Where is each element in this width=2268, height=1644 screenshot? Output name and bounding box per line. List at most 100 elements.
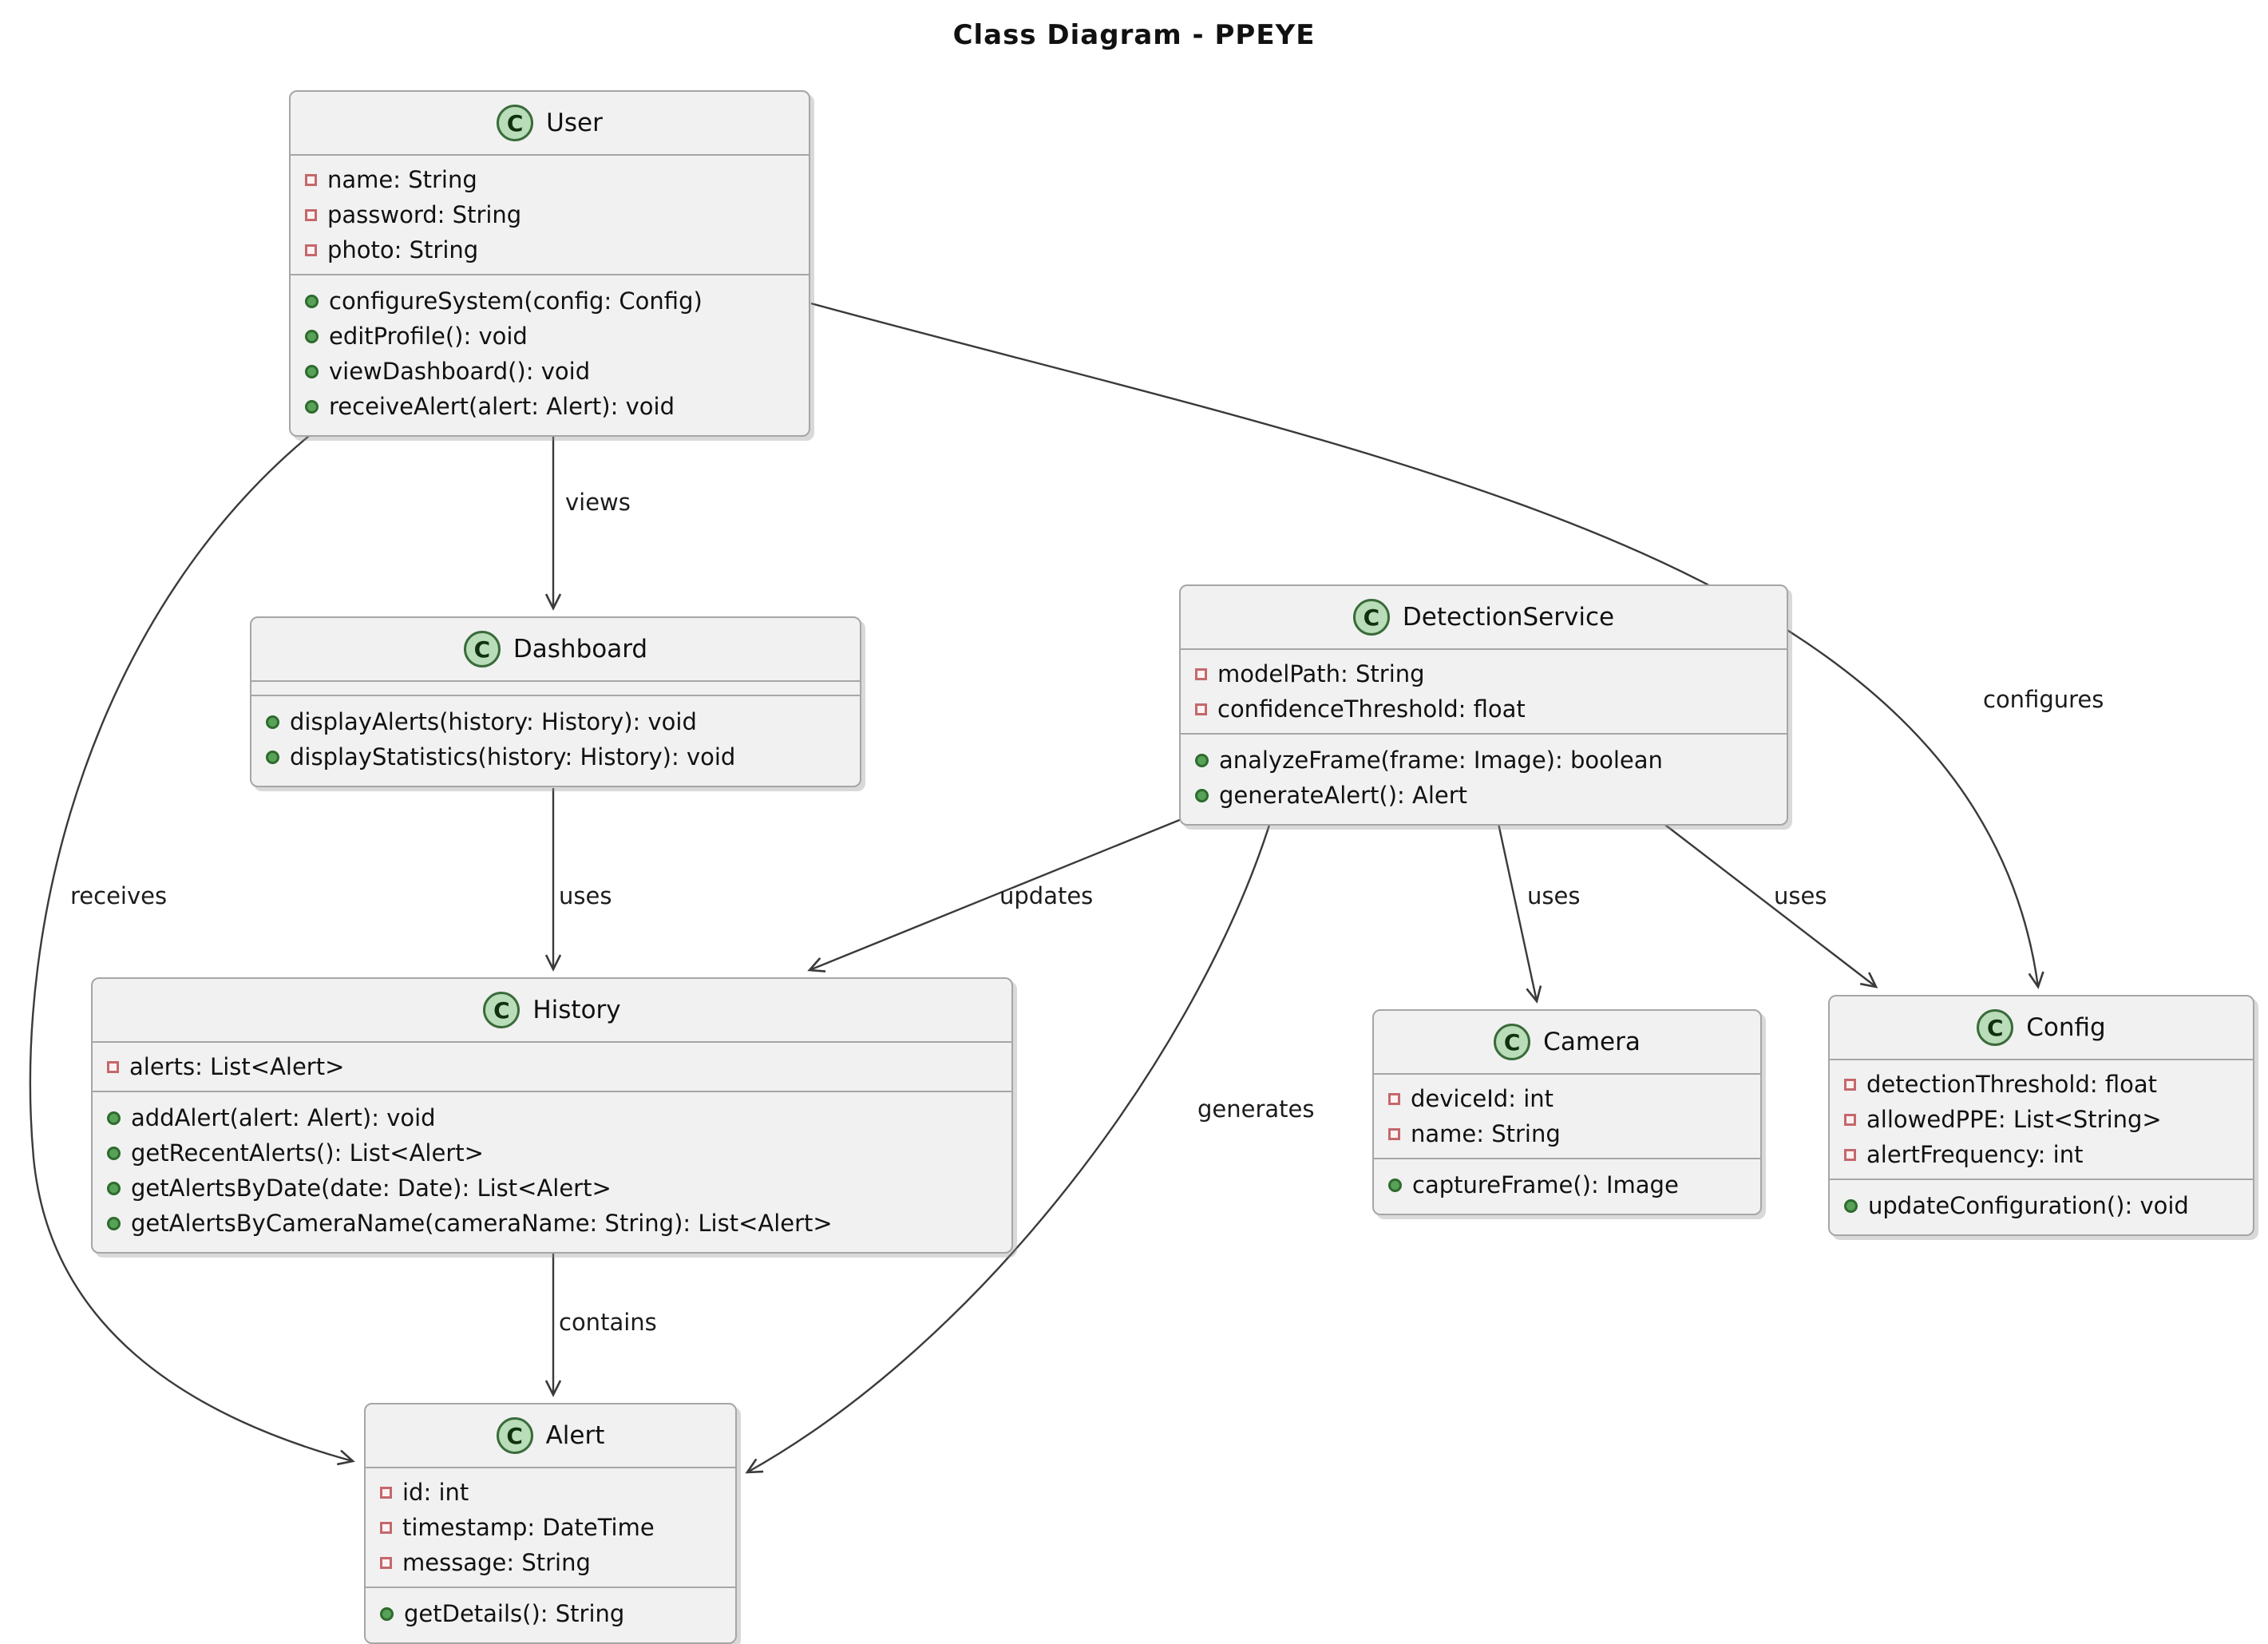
attribute-row: password: String	[291, 197, 809, 232]
attributes-section: name: String password: String photo: Str…	[291, 156, 809, 275]
attribute-row: deviceId: int	[1374, 1081, 1760, 1116]
method-visibility-icon	[1195, 788, 1209, 802]
attribute-text: modelPath: String	[1217, 660, 1425, 687]
relation-label-receives: receives	[70, 882, 168, 909]
attributes-section: detectionThreshold: float allowedPPE: Li…	[1830, 1060, 2253, 1180]
method-visibility-icon	[305, 364, 319, 378]
relation-label-uses-detection-camera: uses	[1527, 882, 1581, 909]
attribute-visibility-icon	[1844, 1113, 1856, 1126]
class-c-icon: C	[496, 1417, 533, 1454]
method-text: displayAlerts(history: History): void	[290, 708, 697, 735]
class-name: Config	[2026, 1013, 2106, 1042]
class-name: Alert	[545, 1421, 605, 1450]
method-text: getAlertsByDate(date: Date): List<Alert>	[131, 1175, 612, 1202]
methods-section: getDetails(): String	[366, 1588, 735, 1642]
method-text: viewDashboard(): void	[329, 358, 591, 385]
attributes-section: modelPath: String confidenceThreshold: f…	[1181, 650, 1787, 735]
attribute-text: allowedPPE: List<String>	[1866, 1106, 2162, 1133]
attribute-text: timestamp: DateTime	[402, 1514, 655, 1541]
method-row: analyzeFrame(frame: Image): boolean	[1181, 743, 1787, 778]
attribute-text: name: String	[327, 166, 477, 193]
attribute-text: name: String	[1411, 1120, 1561, 1147]
relation-label-views: views	[565, 489, 631, 516]
attribute-text: alerts: List<Alert>	[129, 1053, 345, 1080]
method-text: analyzeFrame(frame: Image): boolean	[1219, 747, 1663, 774]
attribute-row: id: int	[366, 1475, 735, 1510]
method-visibility-icon	[1844, 1198, 1858, 1213]
edge-receives	[29, 428, 355, 1466]
method-row: addAlert(alert: Alert): void	[93, 1100, 1011, 1135]
attribute-visibility-icon	[1388, 1127, 1400, 1140]
method-row: getAlertsByDate(date: Date): List<Alert>	[93, 1171, 1011, 1206]
method-row: generateAlert(): Alert	[1181, 778, 1787, 813]
edge-configures	[810, 302, 2044, 989]
attribute-visibility-icon	[305, 208, 317, 221]
relation-label-updates: updates	[999, 882, 1094, 909]
class-detectionservice: C DetectionService modelPath: String con…	[1179, 584, 1788, 826]
method-visibility-icon	[107, 1181, 121, 1195]
class-name: User	[546, 109, 603, 137]
diagram-title: Class Diagram - PPEYE	[952, 19, 1316, 51]
class-camera: C Camera deviceId: int name: String capt…	[1372, 1009, 1762, 1215]
method-visibility-icon	[305, 399, 319, 414]
class-history: C History alerts: List<Alert> addAlert(a…	[91, 977, 1013, 1254]
class-name: History	[532, 996, 621, 1024]
method-row: updateConfiguration(): void	[1830, 1188, 2253, 1223]
attribute-row: timestamp: DateTime	[366, 1510, 735, 1545]
attribute-visibility-icon	[1844, 1078, 1856, 1091]
attribute-visibility-icon	[305, 244, 317, 256]
method-visibility-icon	[107, 1111, 121, 1125]
method-text: generateAlert(): Alert	[1219, 782, 1468, 809]
class-c-icon: C	[483, 992, 520, 1028]
method-text: getDetails(): String	[404, 1600, 625, 1627]
class-c-icon: C	[463, 631, 501, 668]
method-row: getAlertsByCameraName(cameraName: String…	[93, 1206, 1011, 1241]
class-config-header: C Config	[1830, 996, 2253, 1060]
attribute-row: modelPath: String	[1181, 656, 1787, 691]
attribute-text: message: String	[402, 1549, 591, 1576]
attribute-row: message: String	[366, 1545, 735, 1580]
attributes-section: deviceId: int name: String	[1374, 1075, 1760, 1159]
method-row: getDetails(): String	[366, 1596, 735, 1631]
method-visibility-icon	[380, 1606, 394, 1621]
method-text: receiveAlert(alert: Alert): void	[329, 393, 675, 420]
attribute-row: alerts: List<Alert>	[93, 1049, 1011, 1084]
attribute-row: name: String	[1374, 1116, 1760, 1151]
attribute-visibility-icon	[305, 173, 317, 186]
edge-updates	[807, 818, 1182, 973]
attributes-section: alerts: List<Alert>	[93, 1043, 1011, 1092]
method-visibility-icon	[1195, 753, 1209, 767]
method-visibility-icon	[1388, 1178, 1402, 1192]
class-history-header: C History	[93, 979, 1011, 1043]
method-row: configureSystem(config: Config)	[291, 283, 809, 319]
method-visibility-icon	[107, 1216, 121, 1230]
class-config: C Config detectionThreshold: float allow…	[1828, 995, 2254, 1236]
attribute-text: alertFrequency: int	[1866, 1141, 2084, 1168]
method-row: captureFrame(): Image	[1374, 1167, 1760, 1202]
methods-section: updateConfiguration(): void	[1830, 1180, 2253, 1234]
methods-section: configureSystem(config: Config) editProf…	[291, 275, 809, 435]
class-dashboard: C Dashboard displayAlerts(history: Histo…	[250, 616, 861, 787]
attribute-visibility-icon	[380, 1556, 392, 1569]
method-row: receiveAlert(alert: Alert): void	[291, 389, 809, 424]
relation-label-uses-detection-config: uses	[1774, 882, 1827, 909]
methods-section: addAlert(alert: Alert): void getRecentAl…	[93, 1092, 1011, 1252]
attribute-row: photo: String	[291, 232, 809, 267]
class-user-header: C User	[291, 92, 809, 156]
class-name: Camera	[1543, 1028, 1641, 1056]
class-name: Dashboard	[513, 635, 648, 664]
methods-section: captureFrame(): Image	[1374, 1159, 1760, 1214]
attribute-visibility-icon	[1388, 1092, 1400, 1105]
method-text: getAlertsByCameraName(cameraName: String…	[131, 1210, 833, 1237]
attribute-row: name: String	[291, 162, 809, 197]
attribute-row: alertFrequency: int	[1830, 1137, 2253, 1172]
method-row: getRecentAlerts(): List<Alert>	[93, 1135, 1011, 1171]
attribute-visibility-icon	[380, 1521, 392, 1534]
attribute-visibility-icon	[1195, 668, 1207, 680]
method-text: addAlert(alert: Alert): void	[131, 1104, 436, 1131]
class-c-icon: C	[1977, 1009, 2014, 1046]
class-name: DetectionService	[1402, 603, 1615, 632]
attribute-row: detectionThreshold: float	[1830, 1067, 2253, 1102]
